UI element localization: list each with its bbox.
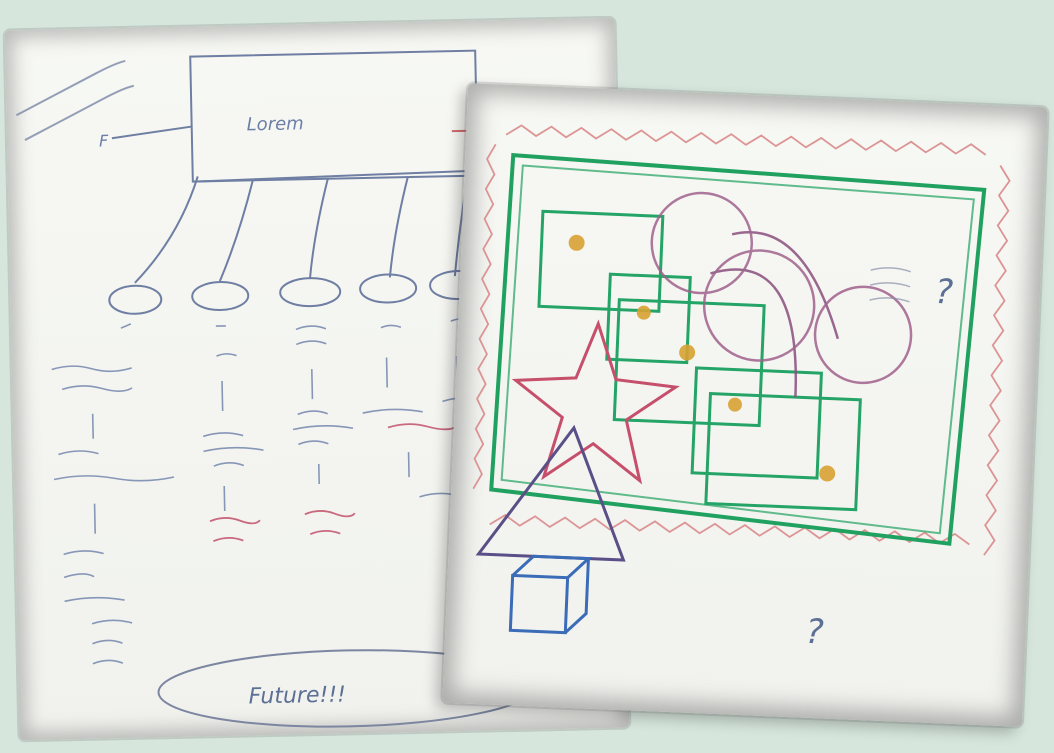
small-scribble: [869, 267, 911, 303]
bottom-oval-label: Future!!!: [248, 682, 346, 709]
corner-scribble: [15, 59, 135, 141]
right-sketch-sheet: ? ?: [442, 83, 1048, 727]
left-arrow-mark: F: [99, 131, 109, 150]
red-scribbles: [209, 141, 518, 543]
zigzag-border: [472, 124, 1011, 556]
branch-curves: [134, 175, 469, 284]
column-scribbles: [51, 318, 483, 665]
blue-cube: [508, 554, 593, 635]
purple-circles: [650, 191, 913, 398]
branch-line: [197, 169, 478, 183]
left-arrow: [111, 125, 192, 140]
green-outer-frame: [489, 152, 987, 546]
gold-marks: [568, 234, 836, 482]
green-inner-boxes: [537, 209, 862, 512]
oval-row: [108, 270, 488, 315]
top-box-label: Lorem: [246, 113, 303, 135]
right-sketch-drawing: ? ?: [472, 124, 1011, 653]
top-box: [189, 49, 479, 183]
red-star: [511, 319, 680, 485]
question-mark-top: ?: [934, 272, 954, 313]
question-mark-bottom: ?: [805, 612, 825, 653]
